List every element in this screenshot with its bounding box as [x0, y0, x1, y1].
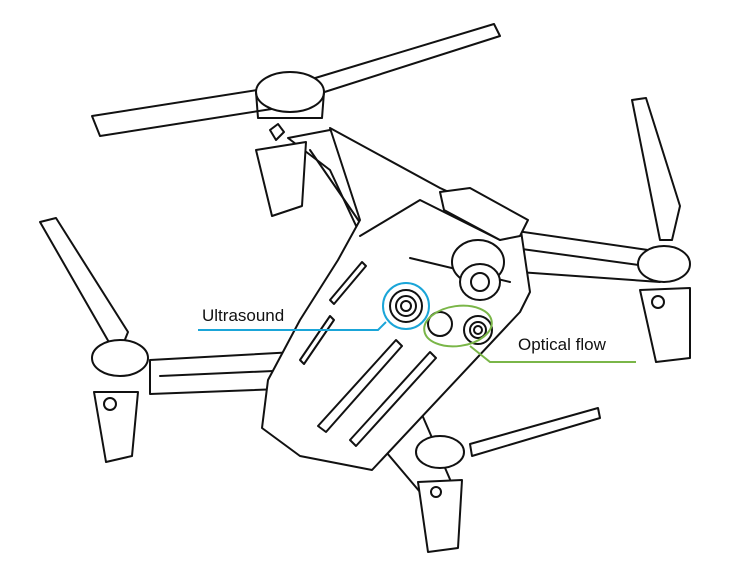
optical-flow-lens: [427, 311, 453, 337]
optical-flow-label: Optical flow: [518, 335, 606, 354]
optical-flow-callout: [423, 304, 636, 363]
propeller-rear-left: [39, 217, 129, 345]
motor-front-left: [255, 71, 325, 217]
ultrasound-callout: [198, 282, 430, 331]
motor-rear-left: [91, 339, 149, 463]
optical-flow-sensor: [463, 315, 493, 345]
propeller-front-right: [631, 97, 681, 241]
ultrasound-sensor: [389, 289, 423, 323]
motor-rear-right: [415, 435, 465, 553]
motor-front-right: [637, 245, 691, 363]
camera-gimbal: [451, 239, 505, 301]
ultrasound-label: Ultrasound: [202, 306, 285, 325]
